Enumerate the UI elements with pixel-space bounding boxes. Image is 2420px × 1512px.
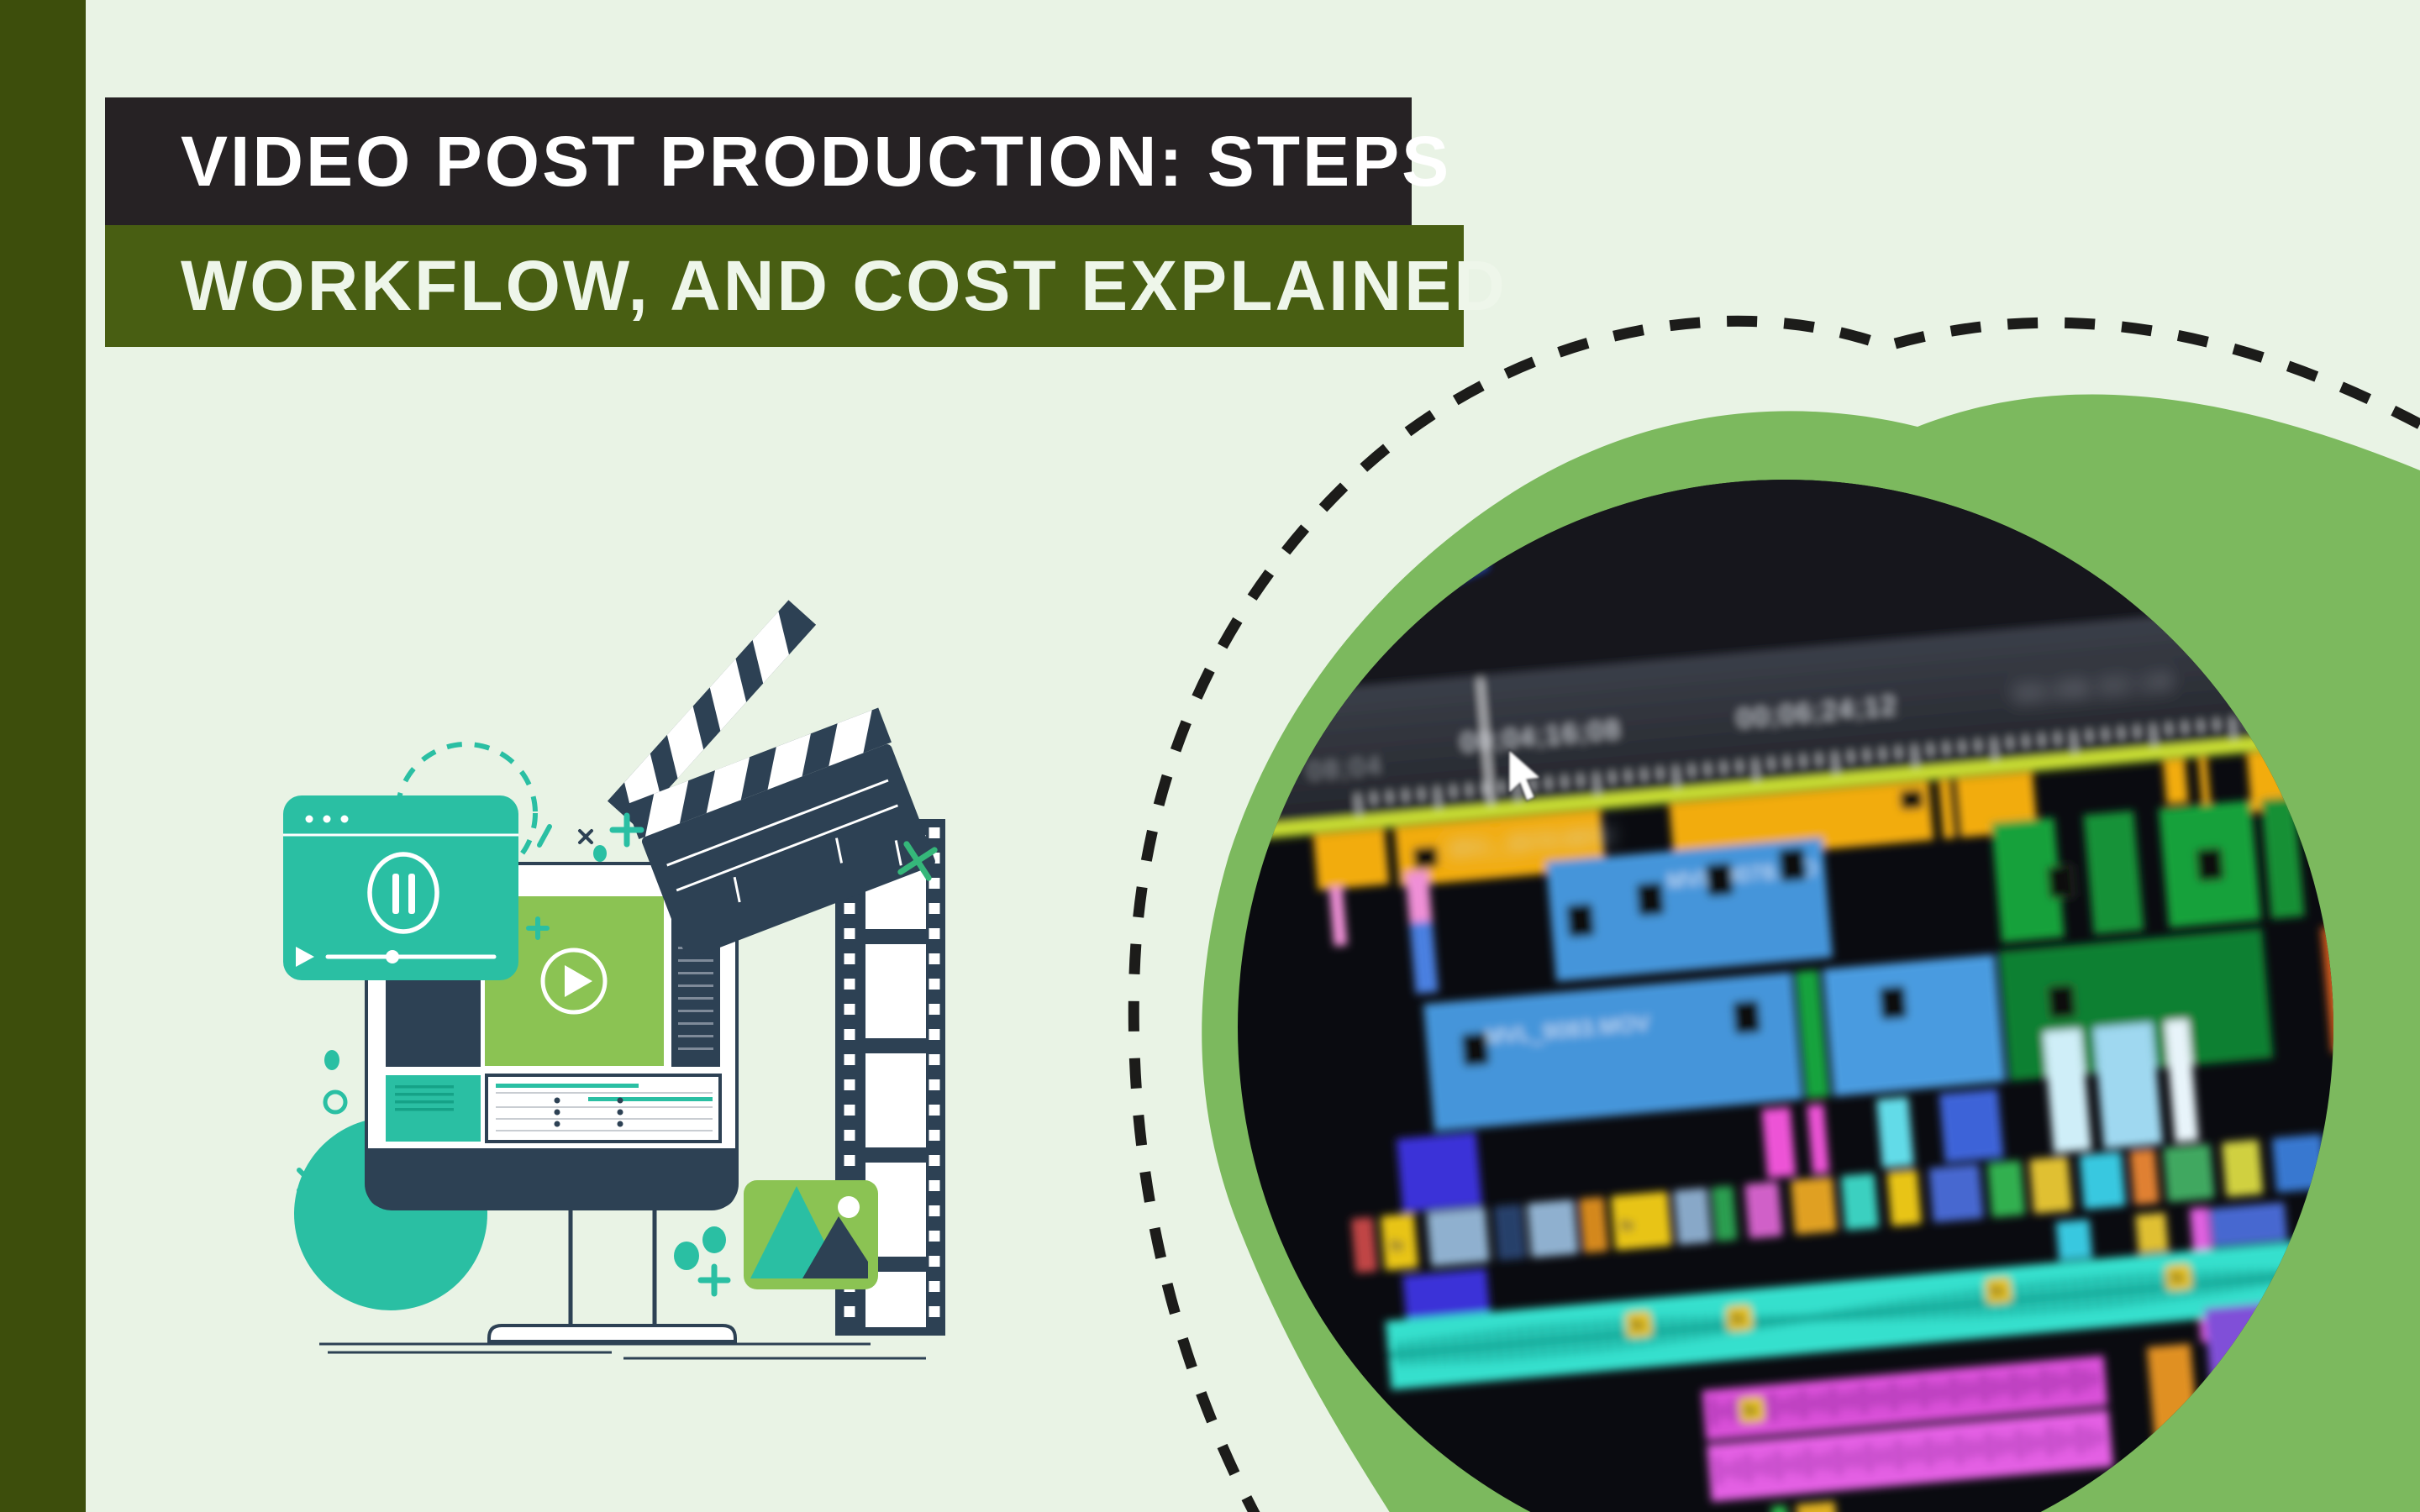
dashed-ring-decoration	[395, 742, 538, 885]
svg-text:fx: fx	[1629, 1316, 1646, 1336]
monitor-bezel	[366, 1148, 737, 1209]
left-stripe	[0, 0, 86, 1512]
list-panel	[485, 1074, 722, 1143]
sun-icon	[838, 1196, 860, 1218]
sparkle-decorations	[297, 812, 938, 1297]
ruler-ticks	[1355, 709, 2330, 817]
timeline-photo-circle: 08;04 00;04;16;08 00;06;24;12 00;08;32;1…	[1238, 480, 2333, 1512]
video-track-3	[1396, 1019, 2199, 1213]
title-bar-primary: VIDEO POST PRODUCTION: STEPS	[105, 97, 1449, 225]
image-icon	[744, 1180, 878, 1289]
svg-text:fx: fx	[1743, 1402, 1760, 1421]
svg-text:fx: fx	[2170, 1269, 2186, 1289]
post-production-illustration	[283, 600, 945, 1360]
svg-text:fx: fx	[1730, 1310, 1747, 1329]
clip-thumbnails	[1413, 789, 2224, 1067]
fx-clip-strip: fx fx	[1351, 1130, 2333, 1273]
mini-play-icon	[296, 947, 314, 967]
monitor-stand-base	[487, 1324, 737, 1343]
playhead	[1478, 678, 1493, 806]
timecode-partial: 08;04	[1307, 752, 1385, 786]
cursor-icon	[1508, 748, 1542, 802]
svg-text:fx: fx	[1619, 1217, 1636, 1236]
title-line-2: WORKFLOW, AND COST EXPLAINED	[181, 246, 1507, 325]
clapperboard-icon	[607, 600, 935, 959]
svg-text:fx: fx	[1389, 1236, 1406, 1256]
browser-window-icon	[283, 795, 518, 980]
monitor-icon	[319, 862, 926, 1360]
svg-text:fx: fx	[1990, 1282, 2007, 1301]
video-player-icon	[485, 896, 664, 1066]
play-icon	[565, 965, 592, 997]
audio-track-cyan	[1385, 1237, 2333, 1390]
title-line-1: VIDEO POST PRODUCTION: STEPS	[181, 121, 1452, 201]
pause-icon	[367, 852, 439, 934]
progress-dot	[386, 950, 399, 963]
title-bar-secondary: WORKFLOW, AND COST EXPLAINED	[105, 225, 1505, 347]
dashed-circle-decoration	[1128, 315, 2420, 1512]
